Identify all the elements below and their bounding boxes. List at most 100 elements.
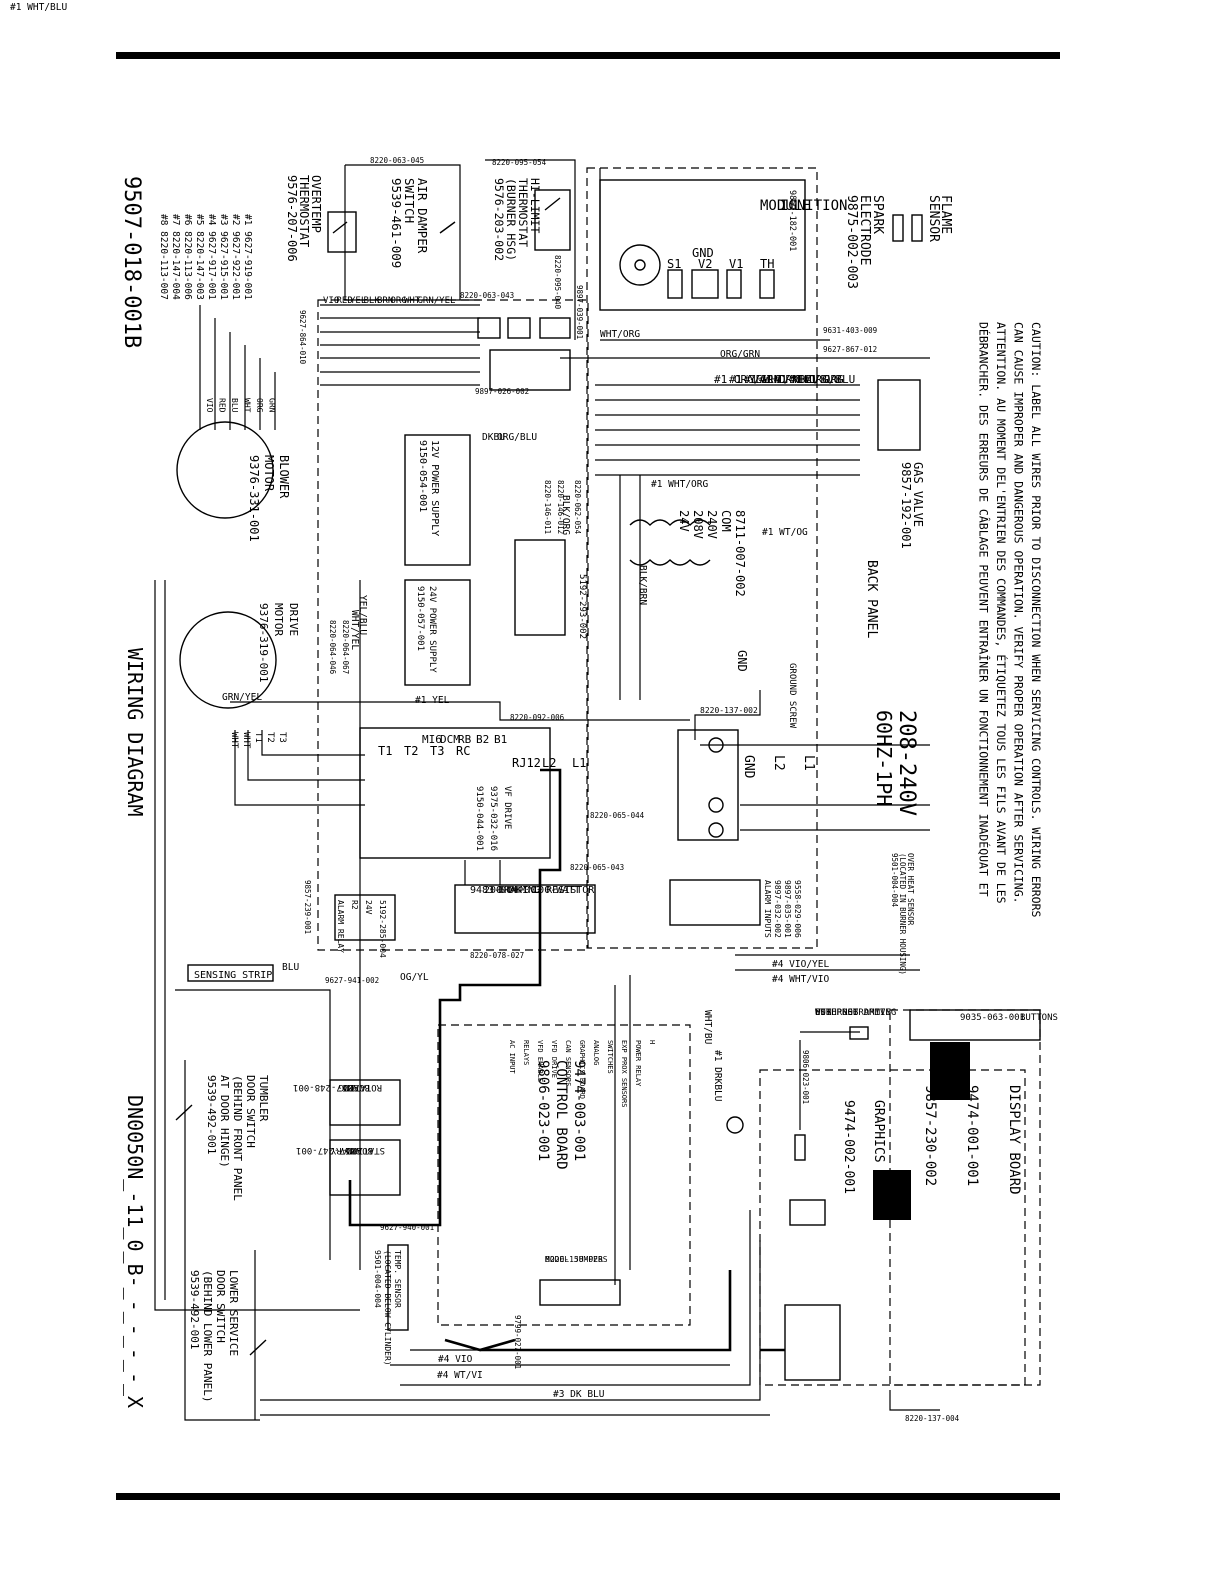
air-damper-switch-symbol [439,221,456,234]
buttons-label-0: BUTTONS [1020,1013,1058,1023]
part-ref-12: 8220-078-027 [470,951,524,960]
blower-label-1: MOTOR [262,455,276,492]
left-bundle-wire-0: VIO [323,296,339,306]
harness-item-2: #3 9627-915-001 [218,214,229,300]
motor-wire-blower-2: BLU [230,398,239,413]
part-ref-23: 9857-239-001 [303,880,312,934]
tumbler-door-label-4: 9539-492-001 [205,1075,218,1154]
usb-label-0: FOR PROGRAMMING [815,1008,896,1018]
filled-modules [873,1042,970,1220]
rotating-board-box [329,1079,401,1126]
overtemp-label-1: THERMOSTAT [297,175,311,247]
misc-wire-13: YEL/BLU [357,595,368,635]
gas-valve-box [877,379,921,451]
alarm-inputs-label-0: ALARM INPUTS [763,880,772,938]
graphics-chip [873,1170,911,1220]
misc-wire-8: #4 VIO [438,1354,473,1365]
vf-drive-label-1: 9375-032-016 [488,786,498,851]
buttons-ribbon [930,1042,970,1100]
ignition-coil [619,244,661,286]
ground-part-label: 8220-137-002 [700,706,758,715]
alarm-label-1: R2 [350,900,359,910]
board-port-label-5: GRAPHICS BOARD [578,1040,586,1099]
motor-wire-blower-3: WHT [243,398,252,413]
air-damper-label-2: 9539-461-009 [389,178,404,268]
spark-label-1: ELECTRODE [857,195,872,265]
harness1-wire-2: #1 WHT/YEL [744,373,811,386]
misc-wire-21: #1 WHT/BLU [10,2,67,13]
power-terminal-2: L1 [801,755,816,771]
flame-sensor-resistor [892,214,904,242]
drive-motor-circle [179,611,277,709]
connector-a [477,317,501,339]
part-ref-22: 8220-064-046 [328,620,337,675]
temp-sensor-label-1: (LOCATED BELOW CYLINDER) [383,1250,392,1366]
misc-wire-9: #4 WT/VI [437,1370,483,1381]
vf-drive-label-2: 9150-044-001 [474,786,484,851]
display-board-label-2: 9857-230-002 [922,1085,938,1186]
ignition-label-1: MODULE [760,198,811,214]
ignition-part: 9857-182-001 [787,190,797,251]
overtemp-label-0: OVERTEMP [309,175,323,233]
part-ref-8: 9627-867-012 [823,345,877,354]
vf-term-left-1: T2 [404,744,418,758]
display-board-label-1: 9474-001-001 [964,1085,980,1186]
power-terminal-block [677,729,739,841]
stationary-board-label-1: BOARD [346,1145,373,1155]
tumbler-door-label-2: (BEHIND FRONT PANEL [231,1075,244,1201]
terminal-l1 [708,822,724,838]
caution-line-3: DÉBRANCHER. DES ERREURS DE CÂBLAGE PEUVE… [977,322,992,897]
misc-wire-6: #4 VIO/YEL [772,959,829,970]
usb-label-1: WITH USB DRIVE [815,1008,891,1018]
drive-label-0: DRIVE [287,603,300,636]
hi-limit-label-3: 9576-203-002 [492,178,506,261]
blower-label-2: 9376-331-001 [247,455,261,542]
sensing-strip-box [187,964,274,982]
vf-term-right-1: L2 [542,756,556,770]
harness-item-4: #5 8220-147-003 [194,214,205,300]
lower-door-switch-symbol [249,1339,267,1356]
psu12-label-0: 12V POWER SUPPLY [429,440,440,536]
misc-wire-17: ORG/BLU [497,432,537,443]
part-ref-11: 8220-065-043 [570,863,624,872]
rotating-board-label-2: 9857-248-001 [293,1082,358,1092]
caution-line-1: CAN CAUSE IMPROPER AND DANGEROUS OPERATI… [1012,322,1026,904]
misc-wire-20: #1 DRKBLU [712,1050,723,1102]
model-jumpers-box [539,1279,621,1306]
left-bundle-wire-5: ORG [391,296,407,306]
alarm-label-3: 5192-285-004 [378,900,387,958]
psu24-label-1: 9150-057-001 [415,586,425,651]
part-ref-13: 9627-941-002 [325,976,379,985]
gas-valve-label-1: 9857-192-001 [899,462,913,549]
page-title: WIRING DIAGRAM [123,648,147,817]
tumbler-door-label-1: DOOR SWITCH [244,1075,257,1148]
psu24-box [404,579,471,686]
motor-wire-blower-1: RED [218,398,227,413]
voltage-label: 208-240V [894,710,919,816]
spark-label-0: SPARK [870,195,885,234]
top-rule [116,52,1060,59]
motor-wire-drive-4: T3 [277,732,287,743]
transformer-secondary [629,559,711,566]
harness1-wire-3: #1 DRKBLU [759,373,819,386]
part-ref-15: 9799-027-001 [513,1315,522,1369]
lower-door-label-1: DOOR SWITCH [214,1270,227,1343]
air-damper-label-1: SWITCH [402,178,417,223]
ignition-term-3: TH [760,257,774,271]
caution-line-0: CAUTION: LABEL ALL WIRES PRIOR TO DISCON… [1029,322,1043,918]
transformer-label-2: 240V [705,510,719,539]
overtemp-switch-symbol [332,221,348,234]
left-bundle-wire-1: RED [337,296,353,306]
misc-wire-3: #1 WHT/ORG [651,479,708,490]
harness1-wire-5: #1 ORG/BLU [789,373,855,386]
misc-wire-4: #1 WT/OG [762,527,808,538]
alarm-inputs-label-1: 9897-032-002 [773,880,782,938]
control-board-label-0: 9474-003-001 [571,1060,587,1161]
harness-item-1: #2 9627-922-001 [230,214,241,300]
motor-wire-blower-0: VIO [205,398,214,413]
overheat-label-1: (LOCATED IN BURNER HOUSING) [898,853,907,975]
harness1-wire-0: #1 ORG/GRN [714,373,780,386]
harness-item-7: #8 8220-113-007 [158,214,169,300]
